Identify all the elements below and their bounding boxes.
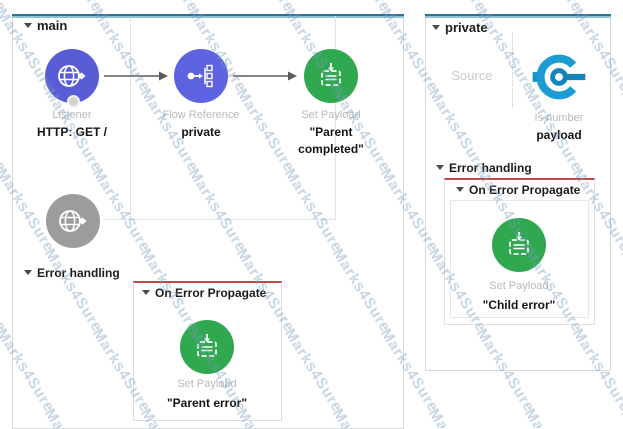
connector-arrow bbox=[104, 71, 168, 81]
private-flow-container bbox=[425, 14, 611, 371]
set-payload-icon bbox=[509, 232, 529, 255]
collapse-arrow-icon[interactable] bbox=[24, 270, 32, 275]
watermark-text: Marks4Sure bbox=[521, 406, 586, 428]
flow-reference-type-label: Flow Reference bbox=[162, 109, 240, 121]
private-oep-scope[interactable] bbox=[450, 200, 589, 318]
private-flow-topbar bbox=[425, 14, 611, 18]
globe-icon bbox=[59, 210, 87, 232]
watermark-text: Marks4Sure bbox=[425, 406, 490, 428]
set-payload-node[interactable] bbox=[304, 49, 358, 103]
set-payload-icon bbox=[197, 334, 217, 357]
error-set-payload-node[interactable] bbox=[180, 320, 234, 374]
main-on-error-propagate-scope[interactable] bbox=[133, 281, 282, 421]
is-number-value-label: payload bbox=[536, 128, 582, 142]
watermark-text: Marks4Sure bbox=[0, 406, 10, 428]
child-error-set-payload-node[interactable] bbox=[492, 218, 546, 272]
private-source-separator bbox=[512, 32, 513, 107]
main-flow-title-text: main bbox=[37, 18, 68, 33]
globe-icon bbox=[58, 65, 86, 87]
watermark-text: Marks4Sure bbox=[0, 0, 10, 15]
private-error-handling-header: Error handling bbox=[436, 161, 532, 175]
watermark-text: Marks4Sure bbox=[617, 0, 623, 15]
watermark-text: Marks4Sure bbox=[617, 245, 623, 336]
private-oep-title-text: On Error Propagate bbox=[469, 183, 581, 197]
private-error-handling-title-text: Error handling bbox=[449, 161, 532, 175]
is-number-icon bbox=[532, 54, 586, 100]
disabled-listener-node[interactable] bbox=[46, 194, 100, 248]
listener-value-label: HTTP: GET / bbox=[37, 125, 107, 139]
listener-badge-icon[interactable] bbox=[67, 95, 80, 108]
flow-reference-value-label: private bbox=[181, 125, 221, 139]
listener-type-label: Listener bbox=[52, 109, 92, 121]
http-listener-node[interactable] bbox=[45, 49, 99, 103]
collapse-arrow-icon[interactable] bbox=[24, 23, 32, 28]
flow-reference-node[interactable] bbox=[174, 49, 228, 103]
source-placeholder[interactable]: Source bbox=[451, 68, 493, 83]
flow-reference-icon bbox=[187, 64, 213, 88]
set-payload-icon bbox=[321, 63, 341, 86]
private-flow-title: private bbox=[432, 20, 488, 35]
set-payload-value-line1: "Parent bbox=[309, 125, 353, 139]
child-error-set-payload-value-label: "Child error" bbox=[482, 298, 556, 312]
collapse-arrow-icon[interactable] bbox=[456, 187, 464, 192]
child-error-set-payload-type-label: Set Payload bbox=[489, 280, 549, 292]
private-flow-title-text: private bbox=[445, 20, 488, 35]
main-process-region bbox=[103, 16, 336, 220]
main-flow-topbar bbox=[12, 14, 404, 18]
private-oep-header: On Error Propagate bbox=[456, 183, 580, 197]
main-flow-title: main bbox=[24, 18, 67, 33]
error-set-payload-type-label: Set Payload bbox=[177, 378, 237, 390]
watermark-text: Marks4Sure bbox=[617, 406, 623, 428]
set-payload-value-line2: completed" bbox=[298, 142, 364, 156]
main-oep-header: On Error Propagate bbox=[142, 286, 266, 300]
collapse-arrow-icon[interactable] bbox=[436, 165, 444, 170]
main-oep-title-text: On Error Propagate bbox=[155, 286, 267, 300]
main-error-handling-title-text: Error handling bbox=[37, 266, 120, 280]
is-number-node[interactable] bbox=[532, 50, 586, 104]
is-number-type-label: Is number bbox=[534, 112, 584, 124]
watermark-text: Marks4Sure bbox=[0, 245, 10, 336]
main-source-separator bbox=[130, 16, 131, 219]
main-error-handling-header: Error handling bbox=[24, 266, 120, 280]
connector-arrow bbox=[233, 71, 297, 81]
error-set-payload-value-label: "Parent error" bbox=[166, 396, 248, 410]
set-payload-type-label: Set Payload bbox=[301, 109, 361, 121]
private-error-handling-region bbox=[444, 178, 595, 325]
collapse-arrow-icon[interactable] bbox=[142, 290, 150, 295]
collapse-arrow-icon[interactable] bbox=[432, 25, 440, 30]
